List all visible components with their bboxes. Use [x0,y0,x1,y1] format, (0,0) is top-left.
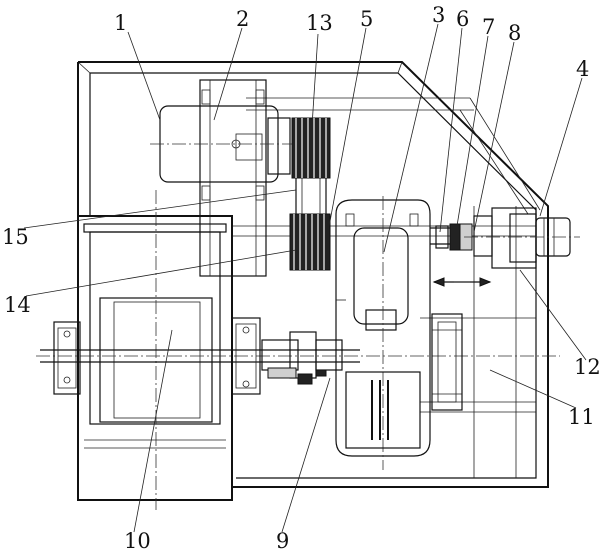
label-10: 10 [124,529,151,553]
shaft-coupling [261,331,343,385]
label-6: 6 [456,7,469,31]
label-9: 9 [276,529,289,553]
main-shaft [36,349,560,363]
label-7: 7 [482,15,495,39]
label-12: 12 [574,355,600,379]
motion-arrow [432,277,492,287]
leader-lines [23,23,587,533]
label-1: 1 [114,11,127,35]
left-bearing [53,321,81,395]
drive-belt [295,178,327,214]
part-labels: 1 2 3 4 5 6 7 8 9 10 11 12 13 14 15 [2,3,600,553]
support-block [431,313,463,411]
label-8: 8 [508,21,521,45]
label-15: 15 [2,225,29,249]
label-14: 14 [4,293,31,317]
label-11: 11 [568,405,595,429]
label-13: 13 [306,11,333,35]
label-5: 5 [360,7,373,31]
lower-pulley [289,213,331,271]
gearbox [335,196,431,470]
label-3: 3 [432,3,445,27]
label-4: 4 [576,57,589,81]
label-2: 2 [236,7,249,31]
right-bearing [231,317,261,395]
reducer-motor [464,207,580,269]
upper-pulley [291,117,331,179]
